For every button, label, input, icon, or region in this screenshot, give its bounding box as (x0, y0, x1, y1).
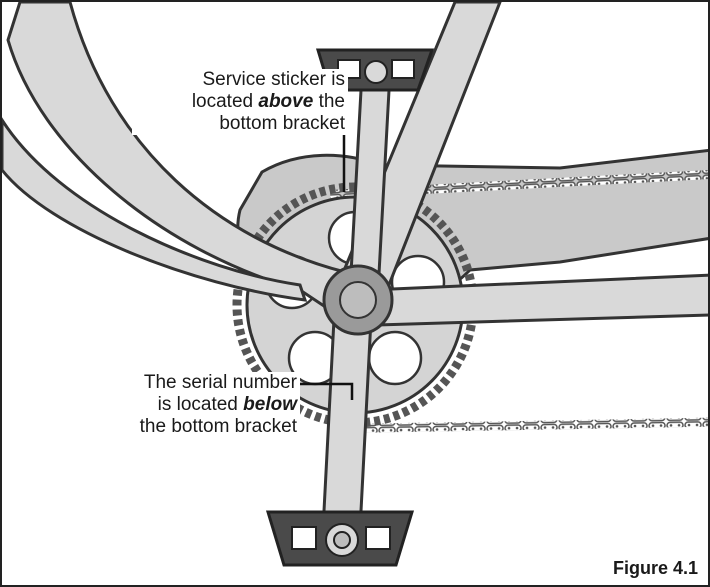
callout-emphasis: above (258, 91, 314, 112)
chain-lower (329, 417, 710, 434)
service-sticker-callout: Service sticker is located above the bot… (132, 69, 348, 135)
callout-emphasis: below (243, 394, 297, 415)
serial-number-callout: The serial number is located below the b… (2, 372, 300, 438)
callout-text: the (313, 91, 345, 112)
callout-line: is located below (5, 394, 297, 416)
callout-line: located above the (135, 91, 345, 113)
figure-label: Figure 4.1 (612, 558, 698, 578)
pedal-bottom (265, 510, 415, 567)
callout-line: Service sticker is (202, 69, 345, 90)
top-tube (0, 114, 308, 302)
callout-line: the bottom bracket (139, 416, 297, 437)
callout-line: bottom bracket (219, 113, 345, 134)
callout-text: located (191, 91, 259, 112)
callout-text: is located (157, 394, 244, 415)
callout-line: The serial number (143, 372, 297, 393)
